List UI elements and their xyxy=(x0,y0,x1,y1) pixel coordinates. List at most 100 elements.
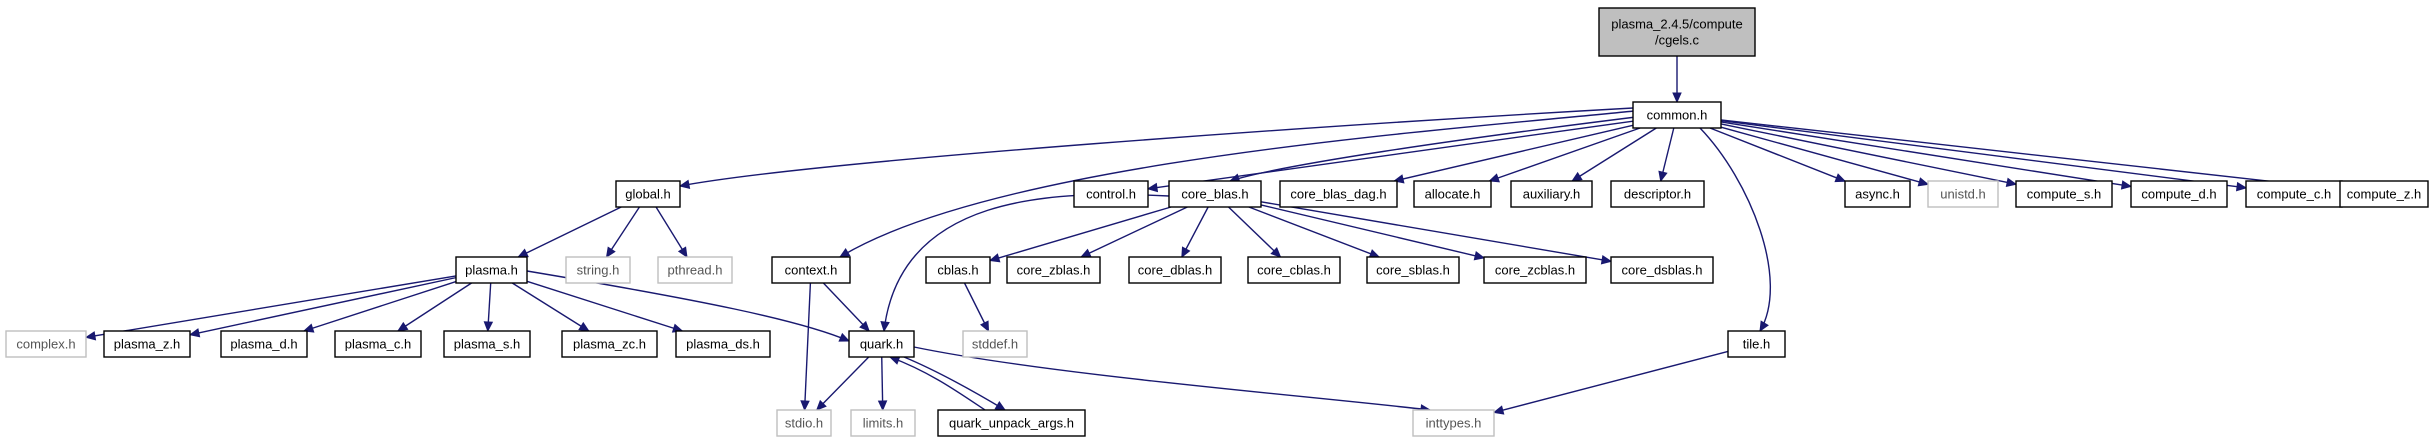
edge-common_h-to-tile_h xyxy=(1699,127,1772,333)
edge-plasma_h-to-plasma_z_h xyxy=(188,276,457,338)
edge-context_h-to-stdio_h xyxy=(800,282,812,412)
node-compute-c-h[interactable]: compute_c.h xyxy=(2245,180,2343,208)
edge-common_h-to-descriptor_h xyxy=(1658,127,1675,183)
edge-plasma_h-to-plasma_s_h xyxy=(483,282,494,333)
node-quark-unpack-args-h[interactable]: quark_unpack_args.h xyxy=(937,409,1086,437)
node-label: stdio.h xyxy=(785,416,823,431)
node-compute-s-h[interactable]: compute_s.h xyxy=(2015,180,2113,208)
node-label: quark.h xyxy=(860,337,903,352)
nodes-layer: plasma_2.4.5/compute/cgels.c common.h glob… xyxy=(5,7,2429,437)
node-label: inttypes.h xyxy=(1426,416,1482,431)
node-label: auxiliary.h xyxy=(1523,187,1581,202)
node-label: core_dblas.h xyxy=(1138,263,1212,278)
node-core-zcblas-h[interactable]: core_zcblas.h xyxy=(1483,256,1587,284)
edge-global_h-to-string_h xyxy=(605,206,641,259)
node-core-blas-h[interactable]: core_blas.h xyxy=(1168,180,1262,208)
node-async-h[interactable]: async.h xyxy=(1844,180,1911,208)
node-label: core_blas.h xyxy=(1181,187,1248,202)
edge-common_h-to-core_blas_dag_h xyxy=(1393,124,1634,184)
edge-common_h-to-control_h xyxy=(1146,120,1634,193)
node-label: compute_c.h xyxy=(2257,187,2331,202)
node-plasma-c-h[interactable]: plasma_c.h xyxy=(334,330,422,358)
edge-core_blas_h-to-core_dblas_h xyxy=(1181,206,1209,259)
node-auxiliary-h[interactable]: auxiliary.h xyxy=(1510,180,1593,208)
node-plasma-h[interactable]: plasma.h xyxy=(455,256,528,284)
edges-layer xyxy=(84,56,2342,415)
node-label: core_dsblas.h xyxy=(1622,263,1703,278)
edge-core_blas_h-to-core_dsblas_h xyxy=(1260,201,1613,265)
edge-plasma_h-to-plasma_d_h xyxy=(302,280,457,333)
edge-cblas_h-to-stddef_h xyxy=(963,282,990,333)
node-core-sblas-h[interactable]: core_sblas.h xyxy=(1366,256,1460,284)
node-common-h[interactable]: common.h xyxy=(1632,101,1722,129)
node-label: pthread.h xyxy=(668,263,723,278)
node-plasma-zc-h[interactable]: plasma_zc.h xyxy=(561,330,658,358)
node-allocate-h[interactable]: allocate.h xyxy=(1413,180,1492,208)
edge-plasma_h-to-plasma_zc_h xyxy=(511,282,590,332)
node-label: core_blas_dag.h xyxy=(1290,187,1386,202)
node-plasma-z-h[interactable]: plasma_z.h xyxy=(103,330,191,358)
edge-quark_unpack_args_h-to-quark_h xyxy=(888,355,986,411)
node-compute-z-h[interactable]: compute_z.h xyxy=(2339,180,2429,208)
node-label: plasma_d.h xyxy=(230,337,297,352)
node-stddef-h: stddef.h xyxy=(962,330,1028,358)
node-plasma-s-h[interactable]: plasma_s.h xyxy=(443,330,531,358)
node-core-dblas-h[interactable]: core_dblas.h xyxy=(1128,256,1222,284)
node-label: /cgels.c xyxy=(1655,33,1700,48)
node-core-cblas-h[interactable]: core_cblas.h xyxy=(1247,256,1341,284)
node-plasma-d-h[interactable]: plasma_d.h xyxy=(220,330,308,358)
edge-root-to-common_h xyxy=(1672,56,1682,104)
node-cblas-h[interactable]: cblas.h xyxy=(925,256,991,284)
node-label: plasma_zc.h xyxy=(573,337,646,352)
edge-core_blas_h-to-core_sblas_h xyxy=(1248,206,1381,259)
node-stdio-h: stdio.h xyxy=(776,409,832,437)
edge-quark_h-to-stdio_h xyxy=(815,356,870,411)
node-label: string.h xyxy=(577,263,620,278)
node-core-dsblas-h[interactable]: core_dsblas.h xyxy=(1610,256,1714,284)
node-core-zblas-h[interactable]: core_zblas.h xyxy=(1006,256,1101,284)
edge-plasma_h-to-plasma_c_h xyxy=(396,282,472,332)
node-label: core_zblas.h xyxy=(1017,263,1091,278)
edge-common_h-to-async_h xyxy=(1709,127,1847,183)
node-unistd-h: unistd.h xyxy=(1927,180,1999,208)
node-global-h[interactable]: global.h xyxy=(615,180,681,208)
node-label: compute_d.h xyxy=(2141,187,2216,202)
node-label: complex.h xyxy=(16,337,75,352)
edge-common_h-to-auxiliary_h xyxy=(1571,127,1657,182)
node-label: plasma.h xyxy=(465,263,518,278)
edge-context_h-to-quark_h xyxy=(822,282,870,332)
node-core-blas-dag-h[interactable]: core_blas_dag.h xyxy=(1279,180,1398,208)
node-label: compute_s.h xyxy=(2027,187,2101,202)
node-label: plasma_z.h xyxy=(114,337,180,352)
node-label: control.h xyxy=(1086,187,1136,202)
edge-tile_h-to-inttypes_h xyxy=(1492,350,1729,415)
node-label: tile.h xyxy=(1743,337,1770,352)
node-control-h[interactable]: control.h xyxy=(1073,180,1149,208)
node-pthread-h: pthread.h xyxy=(657,256,733,284)
node-context-h[interactable]: context.h xyxy=(771,256,851,284)
edge-common_h-to-compute_c_h xyxy=(1720,119,2248,192)
node-label: plasma_ds.h xyxy=(686,337,760,352)
node-string-h: string.h xyxy=(565,256,631,284)
edge-common_h-to-allocate_h xyxy=(1488,127,1641,183)
edge-quark_h-to-quark_unpack_args_h xyxy=(903,356,1007,411)
edge-common_h-to-compute_s_h xyxy=(1720,123,2018,187)
node-label: async.h xyxy=(1855,187,1900,202)
edge-core_blas_h-to-cblas_h xyxy=(988,206,1172,263)
edge-plasma_h-to-complex_h xyxy=(84,275,457,341)
node-plasma-ds-h[interactable]: plasma_ds.h xyxy=(675,330,771,358)
node-limits-h: limits.h xyxy=(850,409,916,437)
node-tile-h[interactable]: tile.h xyxy=(1727,330,1786,358)
node-compute-d-h[interactable]: compute_d.h xyxy=(2130,180,2228,208)
node-root: plasma_2.4.5/compute/cgels.c xyxy=(1598,7,1756,57)
node-label: plasma_2.4.5/compute xyxy=(1611,17,1743,32)
node-label: plasma_c.h xyxy=(345,337,411,352)
node-label: stddef.h xyxy=(972,337,1018,352)
edge-common_h-to-global_h xyxy=(678,107,1634,189)
node-quark-h[interactable]: quark.h xyxy=(848,330,915,358)
node-descriptor-h[interactable]: descriptor.h xyxy=(1610,180,1705,208)
edge-core_blas_h-to-core_zblas_h xyxy=(1080,206,1188,258)
edge-core_blas_h-to-core_zcblas_h xyxy=(1260,204,1486,261)
node-label: core_sblas.h xyxy=(1376,263,1450,278)
